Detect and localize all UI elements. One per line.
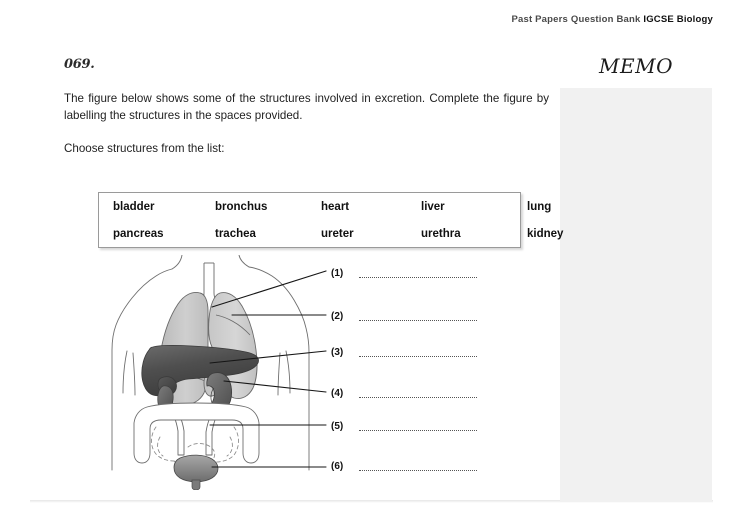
answer-row-5[interactable]: (5): [331, 419, 477, 433]
answer-input-4[interactable]: [359, 388, 477, 398]
leader-line-3: [209, 350, 327, 364]
answer-number-1: (1): [331, 267, 344, 279]
word-list-row: bladder bronchus heart liver lung: [99, 193, 592, 220]
urethra: [191, 479, 201, 490]
answer-row-1[interactable]: (1): [331, 266, 477, 280]
word-option: bronchus: [215, 200, 268, 213]
leader-line-1: [211, 270, 327, 308]
answer-input-1[interactable]: [359, 268, 477, 278]
answer-number-4: (4): [331, 387, 344, 399]
choose-structures-label: Choose structures from the list:: [64, 142, 225, 155]
word-option: urethra: [421, 227, 461, 240]
word-list-table: bladder bronchus heart liver lung pancre…: [99, 193, 592, 247]
page-header: Past Papers Question Bank IGCSE Biology: [0, 14, 713, 25]
word-option: ureter: [321, 227, 354, 240]
excretion-diagram: [64, 255, 524, 490]
header-brand: IGCSE Biology: [643, 14, 713, 25]
answer-row-6[interactable]: (6): [331, 459, 477, 473]
word-option: pancreas: [113, 227, 164, 240]
question-prompt: The figure below shows some of the struc…: [64, 92, 549, 122]
answer-row-4[interactable]: (4): [331, 386, 477, 400]
word-list-row: pancreas trachea ureter urethra kidney: [99, 220, 592, 247]
question-number: 069.: [64, 57, 95, 72]
answer-input-3[interactable]: [359, 347, 477, 357]
word-option: heart: [321, 200, 350, 213]
header-prefix: Past Papers Question Bank: [511, 14, 644, 25]
word-option: trachea: [215, 227, 256, 240]
torso-outline: [111, 255, 310, 471]
kidney-right: [206, 372, 232, 411]
word-option: lung: [527, 200, 552, 213]
answer-number-2: (2): [331, 310, 344, 322]
answer-input-2[interactable]: [359, 311, 477, 321]
answer-number-3: (3): [331, 346, 344, 358]
page-bottom-shadow: [30, 500, 713, 503]
word-option: kidney: [527, 227, 564, 240]
bladder: [173, 454, 219, 483]
answer-number-6: (6): [331, 460, 344, 472]
leader-lines: [209, 270, 327, 468]
memo-panel: [560, 88, 712, 502]
answer-input-5[interactable]: [359, 421, 477, 431]
answer-row-3[interactable]: (3): [331, 345, 477, 359]
answer-input-6[interactable]: [359, 461, 477, 471]
answer-row-2[interactable]: (2): [331, 309, 477, 323]
word-list-box: bladder bronchus heart liver lung pancre…: [98, 192, 563, 248]
large-intestine: [133, 402, 260, 464]
answer-number-5: (5): [331, 420, 344, 432]
leader-line-4: [223, 380, 327, 393]
word-option: bladder: [113, 200, 155, 213]
word-option: liver: [421, 200, 445, 213]
anatomy-svg: [111, 255, 327, 490]
memo-title: MEMO: [599, 54, 673, 78]
